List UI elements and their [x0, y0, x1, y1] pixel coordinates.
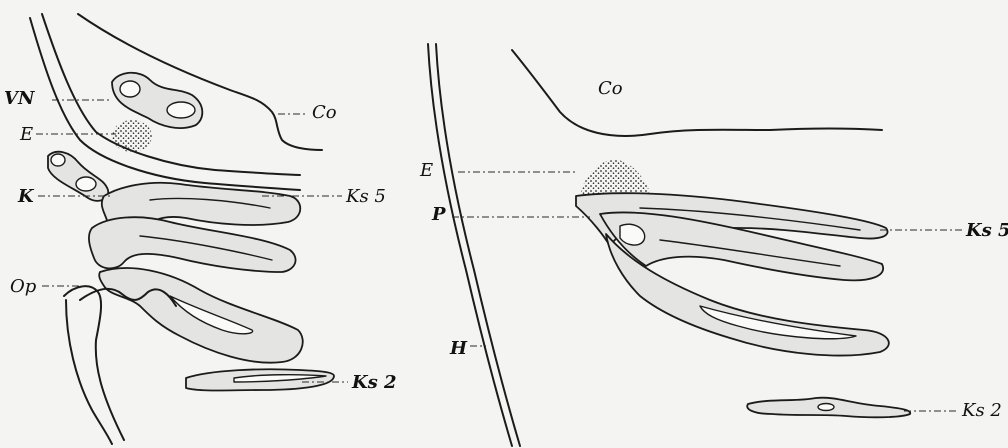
label-left-ks2: Ks 2	[352, 374, 397, 392]
label-left-vn: VN	[4, 90, 34, 108]
left-k-lumen-2	[76, 177, 96, 191]
label-right-ks5: Ks 5	[966, 222, 1008, 240]
label-left-op: Op	[10, 278, 36, 296]
left-k-lumen-1	[51, 154, 65, 166]
left-ventral-wall	[66, 300, 112, 444]
label-left-k: K	[18, 188, 34, 206]
left-vn-lumen-1	[120, 81, 140, 97]
label-right-h: H	[450, 340, 467, 358]
label-right-ks2: Ks 2	[962, 402, 1002, 420]
left-op-wall-outer	[64, 286, 124, 440]
label-right-p: P	[432, 206, 446, 224]
left-vn-lumen-2	[167, 102, 195, 118]
right-pouch-2-lumen	[818, 404, 834, 411]
left-vagus-nerve	[112, 73, 202, 128]
label-right-e: E	[420, 162, 433, 180]
right-panel	[428, 44, 962, 446]
left-panel	[30, 14, 348, 444]
left-e-cluster	[112, 120, 152, 152]
right-epidermis-inner	[436, 44, 520, 446]
label-left-co: Co	[312, 104, 337, 122]
label-left-ks5: Ks 5	[346, 188, 386, 206]
right-co-boundary	[512, 50, 882, 136]
label-left-e: E	[20, 126, 33, 144]
right-e-cluster	[580, 160, 652, 198]
label-right-co: Co	[598, 80, 623, 98]
